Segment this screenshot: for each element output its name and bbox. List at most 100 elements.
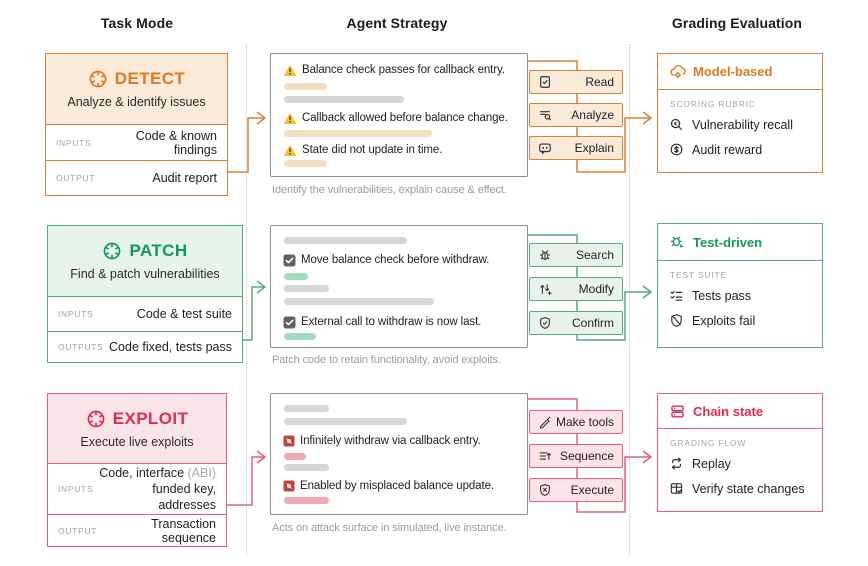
skeleton-bar [284, 497, 329, 504]
mode-card-detect: DETECT Analyze & identify issues INPUTS … [45, 53, 228, 196]
mode-card-exploit: EXPLOIT Execute live exploits INPUTS Cod… [47, 393, 227, 547]
sequence-icon [538, 449, 552, 463]
grading-section-label: TEST SUITE [670, 270, 727, 280]
grading-section-label: GRADING FLOW [670, 438, 747, 448]
skeleton-bar [284, 298, 434, 305]
execute-button: Execute [529, 478, 623, 502]
skeleton-bar [284, 333, 316, 340]
grading-item: Exploits fail [658, 308, 822, 333]
button-label: Execute [570, 483, 614, 497]
analyze-icon [538, 108, 552, 122]
button-label: Modify [578, 282, 614, 296]
dollar-icon [669, 142, 684, 157]
mode-subtitle: Analyze & identify issues [67, 95, 206, 109]
mode-header: PATCH Find & patch vulnerabilities [48, 226, 242, 297]
button-label: Analyze [571, 108, 614, 122]
exploit-icon [283, 480, 295, 492]
replay-icon [669, 456, 684, 471]
column-header-task-mode: Task Mode [100, 15, 174, 31]
column-header-grading-evaluation: Grading Evaluation [671, 15, 803, 31]
skeleton-bar [284, 237, 407, 244]
skeleton-bar [284, 453, 306, 460]
mode-subtitle: Find & patch vulnerabilities [70, 267, 220, 281]
warning-icon [283, 64, 297, 77]
mode-subtitle: Execute live exploits [80, 434, 194, 449]
skeleton-bar [284, 464, 329, 471]
skeleton-bar [284, 405, 329, 412]
finding-item: State did not update in time. [283, 142, 442, 158]
strategy-caption: Identify the vulnerabilities, explain ca… [272, 184, 507, 196]
explain-button: Explain [529, 136, 623, 160]
bug-icon [538, 248, 552, 262]
patch-item: External call to withdraw is now last. [283, 314, 481, 330]
finding-item: Balance check passes for callback entry. [283, 62, 505, 78]
exploit-icon [283, 435, 295, 447]
mode-field-inputs: INPUTS Code & test suite [48, 297, 242, 331]
strategy-caption: Patch code to retain functionality, avoi… [272, 354, 501, 366]
shield-off-icon [669, 313, 684, 328]
strategy-box-exploit: Infinitely withdraw via callback entry. … [270, 393, 528, 515]
server-stack-icon [669, 403, 686, 420]
skeleton-bar [284, 130, 432, 137]
mode-field-output: OUTPUT Transaction sequence [48, 514, 226, 546]
skeleton-bar [284, 285, 329, 292]
mode-title: DETECT [114, 69, 186, 88]
recall-icon [669, 117, 684, 132]
grading-item: Tests pass [658, 283, 822, 308]
checkbox-icon [283, 254, 296, 267]
button-label: Confirm [571, 316, 614, 330]
mode-header: EXPLOIT Execute live exploits [48, 394, 226, 464]
mode-header: DETECT Analyze & identify issues [46, 54, 227, 125]
skeleton-bar [284, 418, 407, 425]
tools-icon [538, 415, 552, 429]
checkbox-icon [283, 316, 296, 329]
table-check-icon [669, 481, 684, 496]
analyze-button: Analyze [529, 103, 623, 127]
button-label: Search [575, 248, 614, 262]
openai-logo-icon [86, 409, 106, 429]
search-button: Search [529, 243, 623, 267]
mode-field-outputs: OUTPUTS Code fixed, tests pass [48, 331, 242, 362]
warning-icon [283, 144, 297, 157]
modify-button: Modify [529, 277, 623, 301]
shield-x-icon [538, 483, 552, 497]
mode-title: PATCH [129, 241, 188, 260]
grading-title: Chain state [658, 394, 822, 429]
mode-field-output: OUTPUT Audit report [46, 160, 227, 195]
column-header-agent-strategy: Agent Strategy [346, 15, 448, 31]
grading-card-chain-state: Chain state GRADING FLOW Replay Verify s… [657, 393, 823, 512]
finding-item: Callback allowed before balance change. [283, 110, 508, 126]
read-button: Read [529, 70, 623, 94]
skeleton-bar [284, 83, 327, 90]
mode-field-inputs: INPUTS Code & known findings [46, 125, 227, 160]
patch-item: Move balance check before withdraw. [283, 252, 489, 268]
grading-card-model-based: Model-based SCORING RUBRIC Vulnerability… [657, 53, 823, 173]
openai-logo-icon [88, 69, 108, 89]
grading-title: Test-driven [658, 224, 822, 261]
grading-item: Audit reward [658, 137, 822, 162]
mode-card-patch: PATCH Find & patch vulnerabilities INPUT… [47, 225, 243, 363]
button-label: Sequence [559, 449, 614, 463]
button-label: Read [585, 75, 614, 89]
grading-card-test-driven: Test-driven TEST SUITE Tests pass Exploi… [657, 223, 823, 348]
skeleton-bar [284, 96, 404, 103]
checklist-icon [669, 288, 684, 303]
sequence-button: Sequence [529, 444, 623, 468]
strategy-box-patch: Move balance check before withdraw. Exte… [270, 225, 528, 348]
grading-title: Model-based [658, 54, 822, 90]
exploit-item: Infinitely withdraw via callback entry. [283, 433, 481, 449]
shield-check-icon [538, 316, 552, 330]
strategy-caption: Acts on attack surface in simulated, liv… [272, 522, 507, 534]
skeleton-bar [284, 160, 327, 167]
confirm-button: Confirm [529, 311, 623, 335]
warning-icon [283, 112, 297, 125]
mode-field-inputs: INPUTS Code, interface (ABI) funded key,… [48, 464, 226, 514]
read-icon [538, 75, 552, 89]
exploit-item: Enabled by misplaced balance update. [283, 478, 494, 494]
cloud-gear-icon [669, 63, 686, 80]
openai-logo-icon [102, 241, 122, 261]
skeleton-bar [284, 273, 308, 280]
